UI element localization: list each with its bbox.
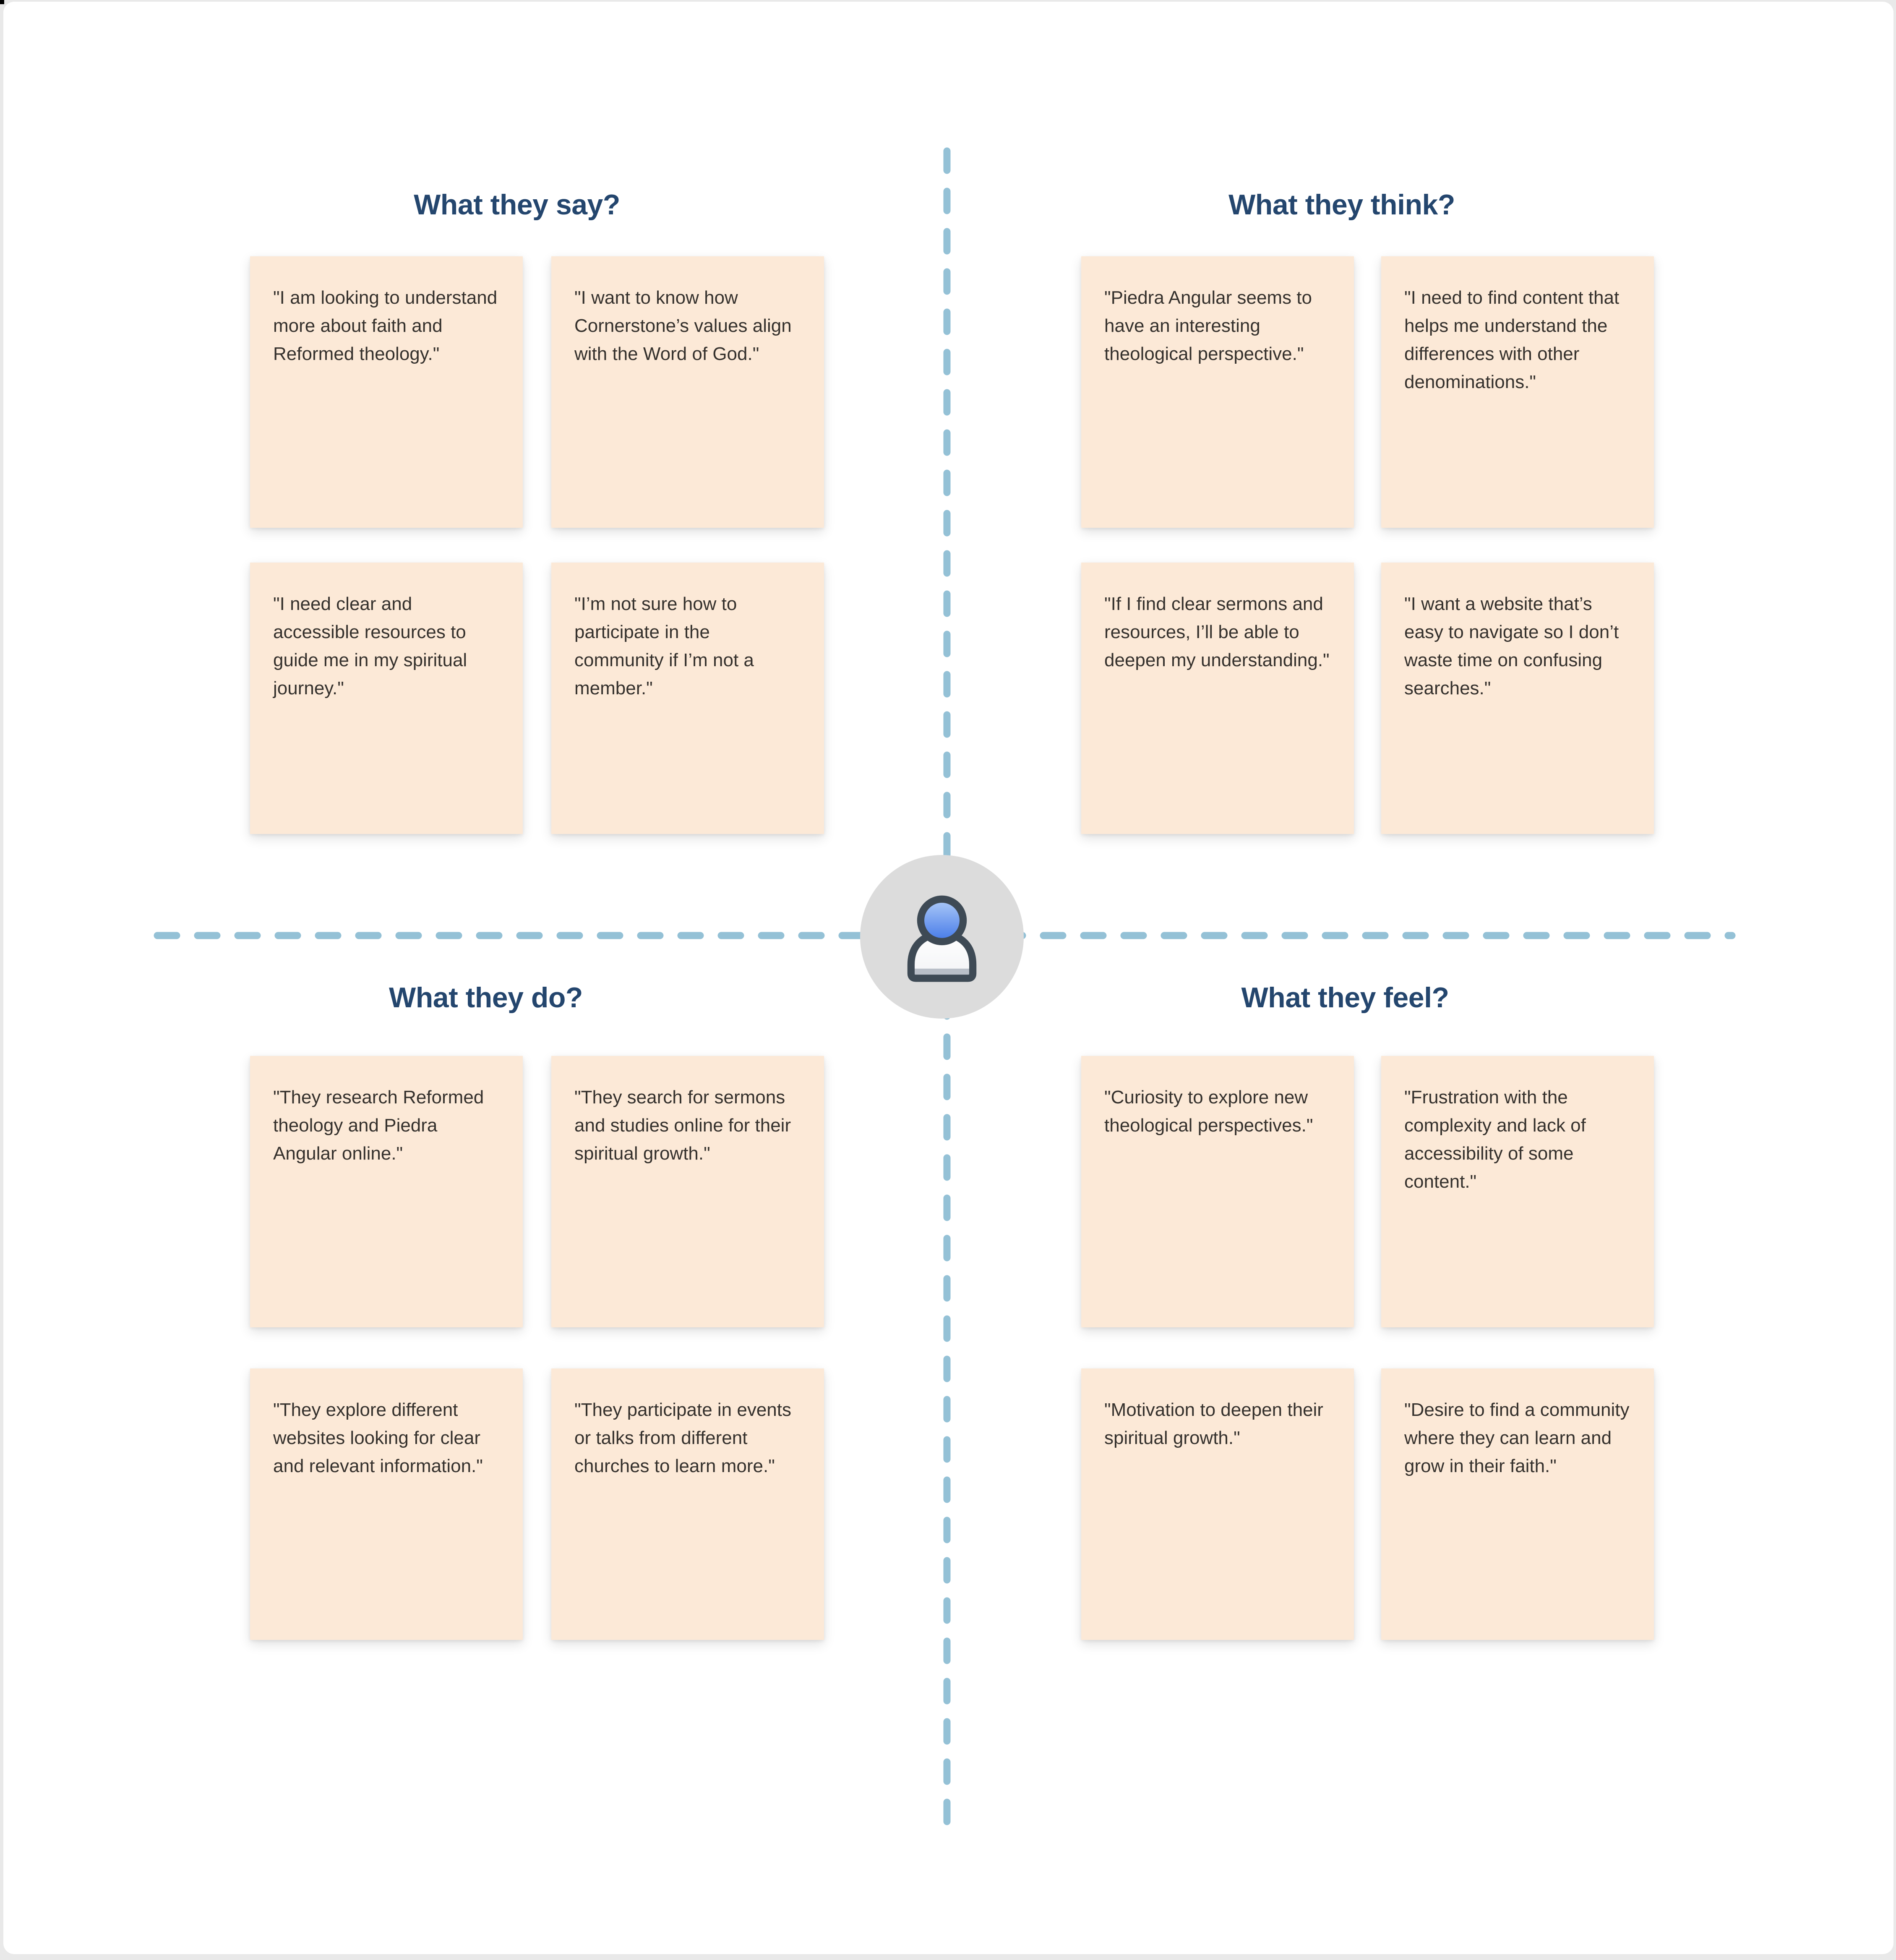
screen-corner-artifact (0, 0, 4, 4)
sticky-note[interactable]: "They research Reformed theology and Pie… (250, 1056, 523, 1327)
sticky-note[interactable]: "Desire to find a community where they c… (1381, 1368, 1654, 1640)
person-icon (907, 895, 977, 982)
sticky-note[interactable]: "They search for sermons and studies onl… (551, 1056, 824, 1327)
notes-group-do: "They research Reformed theology and Pie… (250, 1056, 824, 1640)
notes-group-say: "I am looking to understand more about f… (250, 256, 824, 834)
quadrant-title-do: What they do? (389, 982, 583, 1014)
sticky-note[interactable]: "I want to know how Cornerstone’s values… (551, 256, 824, 528)
sticky-note[interactable]: "Motivation to deepen their spiritual gr… (1081, 1368, 1354, 1640)
quadrant-title-feel: What they feel? (1241, 982, 1450, 1014)
sticky-note[interactable]: "They explore different websites looking… (250, 1368, 523, 1640)
persona-avatar-circle (860, 855, 1024, 1019)
notes-group-think: "Piedra Angular seems to have an interes… (1081, 256, 1654, 834)
sticky-note[interactable]: "I need to find content that helps me un… (1381, 256, 1654, 528)
sticky-note[interactable]: "If I find clear sermons and resources, … (1081, 563, 1354, 834)
sticky-note[interactable]: "Frustration with the complexity and lac… (1381, 1056, 1654, 1327)
quadrant-title-think: What they think? (1228, 189, 1455, 221)
sticky-note[interactable]: "Curiosity to explore new theological pe… (1081, 1056, 1354, 1327)
sticky-note[interactable]: "I want a website that’s easy to navigat… (1381, 563, 1654, 834)
sticky-note[interactable]: "Piedra Angular seems to have an interes… (1081, 256, 1354, 528)
sticky-note[interactable]: "I’m not sure how to participate in the … (551, 563, 824, 834)
sticky-note[interactable]: "They participate in events or talks fro… (551, 1368, 824, 1640)
sticky-note[interactable]: "I need clear and accessible resources t… (250, 563, 523, 834)
quadrant-title-say: What they say? (414, 189, 620, 221)
sticky-note[interactable]: "I am looking to understand more about f… (250, 256, 523, 528)
notes-group-feel: "Curiosity to explore new theological pe… (1081, 1056, 1654, 1640)
